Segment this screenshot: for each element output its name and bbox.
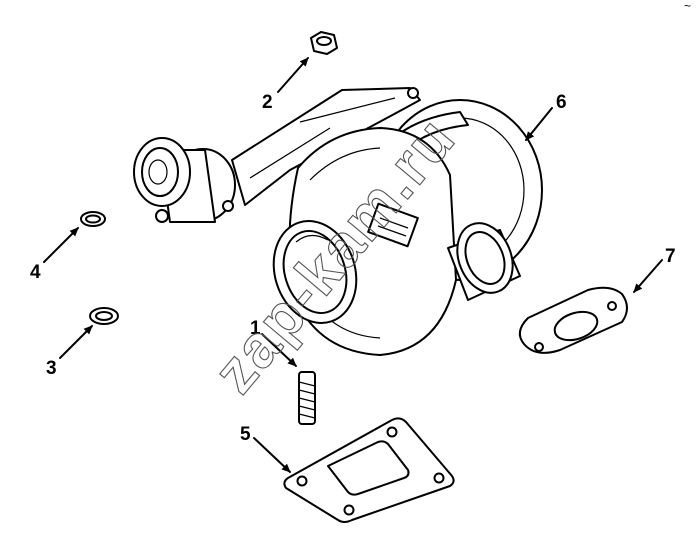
- leader-lines: [43, 57, 663, 473]
- callout-7: 7: [665, 246, 676, 267]
- part-stud: [298, 371, 316, 425]
- part-nut: [310, 31, 338, 55]
- callout-6: 6: [556, 92, 567, 113]
- turbocharger-assembly: [133, 87, 543, 356]
- part-oval-gasket: [518, 286, 628, 354]
- callout-3: 3: [46, 358, 57, 379]
- callout-4: 4: [30, 262, 41, 283]
- callout-5: 5: [240, 424, 251, 445]
- callout-labels: 1 2 3 4 5 6 7: [30, 92, 676, 445]
- corner-mark: ~: [684, 0, 691, 13]
- part-flange-gasket: [283, 417, 455, 523]
- callout-1: 1: [250, 318, 261, 339]
- callout-2: 2: [262, 92, 273, 113]
- part-washer: [89, 307, 119, 325]
- part-o-ring-small: [80, 211, 106, 227]
